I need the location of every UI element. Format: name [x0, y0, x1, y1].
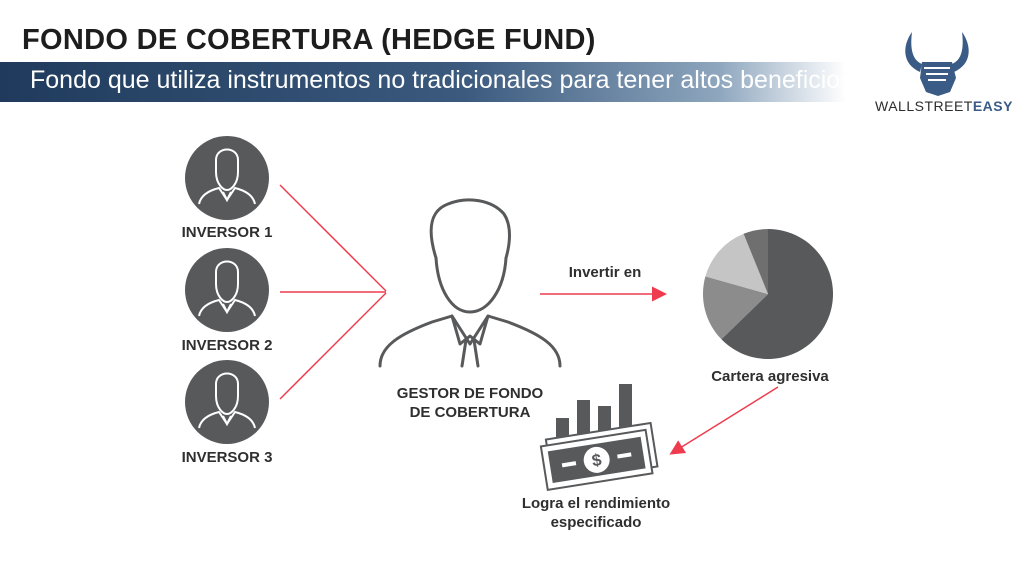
bull-fist-icon: [905, 32, 969, 96]
invest-label: Invertir en: [568, 264, 642, 281]
arrow-investor-1: [279, 184, 387, 292]
investor-3-label: INVERSOR 3: [181, 449, 273, 466]
bar-2: [577, 400, 590, 436]
manager-label: GESTOR DE FONDO DE COBERTURA: [388, 384, 552, 422]
result-label-line1: Logra el rendimiento: [521, 495, 671, 512]
bar-1: [556, 418, 569, 438]
manager-label-line1: GESTOR DE FONDO: [396, 385, 544, 402]
investor-1-label: INVERSOR 1: [181, 224, 273, 241]
investor-1-icon: [184, 135, 270, 221]
subtitle-band: [0, 62, 846, 102]
page-title: FONDO DE COBERTURA (HEDGE FUND): [22, 24, 596, 56]
page-subtitle: Fondo que utiliza instrumentos no tradic…: [30, 66, 853, 94]
result-label-line2: especificado: [550, 514, 642, 531]
logo-wordmark: WALLSTREETEASY: [875, 98, 1013, 114]
investor-2-label: INVERSOR 2: [181, 337, 273, 354]
pie-slice-medium: [702, 276, 768, 340]
portfolio-pie-chart: [702, 229, 834, 359]
pie-slice-light: [705, 233, 768, 294]
portfolio-label: Cartera agresiva: [711, 368, 829, 385]
banknote-icon: $: [539, 421, 659, 492]
pie-slice-small: [743, 229, 768, 294]
manager-label-line2: DE COBERTURA: [409, 404, 531, 421]
arrow-return: [669, 386, 779, 455]
svg-text:$: $: [591, 450, 604, 470]
investor-2-icon: [184, 247, 270, 333]
pie-slice-large: [721, 229, 834, 359]
investor-3-icon: [184, 359, 270, 445]
bar-4: [619, 384, 632, 434]
result-label: Logra el rendimiento especificado: [516, 494, 676, 532]
arrow-investor-3: [279, 292, 387, 400]
fund-manager-icon: [378, 198, 562, 368]
money-growth-icon: $: [539, 384, 659, 492]
bar-3: [598, 406, 611, 436]
